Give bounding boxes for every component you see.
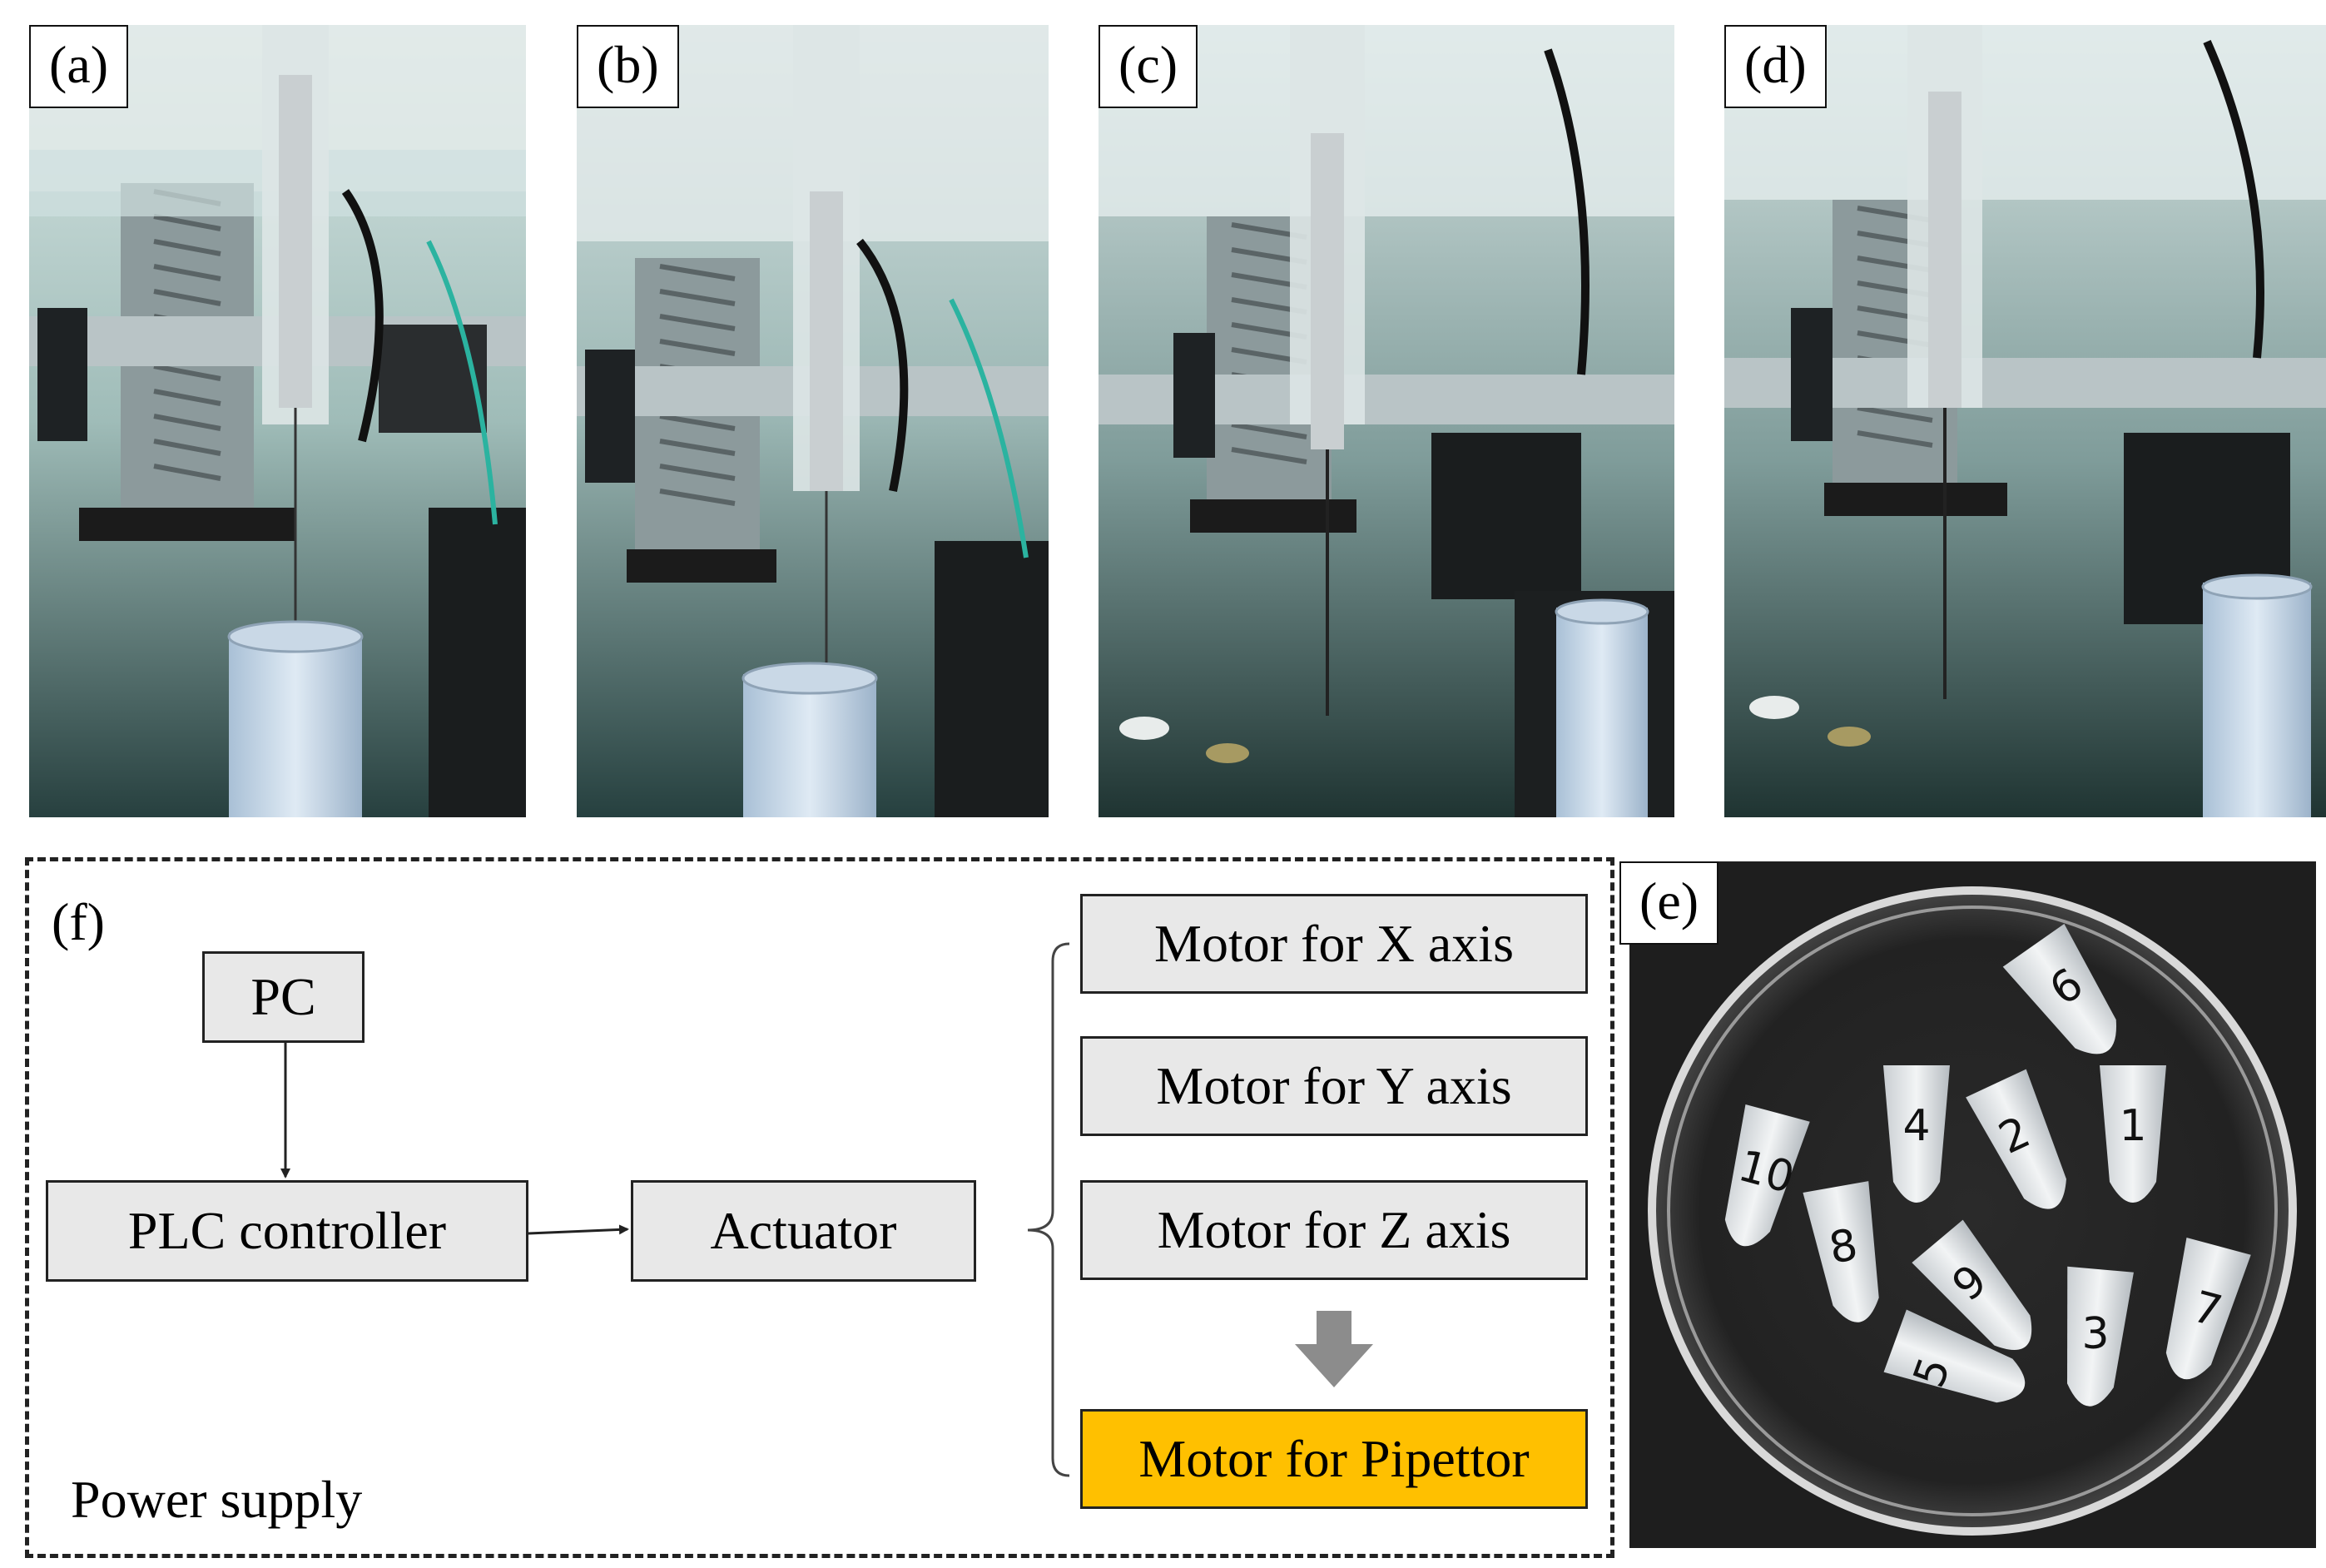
tube-9 — [1912, 1219, 2032, 1350]
motor-y-box: Motor for Y axis — [1080, 1036, 1588, 1136]
photo-a — [29, 25, 526, 817]
panel-label-b: (b) — [577, 25, 679, 108]
photo-c — [1099, 25, 1674, 817]
tube-2 — [1966, 1069, 2066, 1209]
photo-d — [1724, 25, 2326, 817]
tube-number: 3 — [2081, 1309, 2109, 1359]
tube-5 — [1883, 1309, 2026, 1403]
tube-number: 4 — [1902, 1101, 1930, 1151]
power-supply-label: Power supply — [71, 1470, 363, 1529]
plc-controller-box: PLC controller — [46, 1180, 528, 1282]
panel-label-f: (f) — [52, 892, 105, 951]
tube-6 — [2002, 924, 2116, 1054]
panel-label-d: (d) — [1724, 25, 1827, 108]
tube-7 — [2165, 1238, 2251, 1380]
panel-label-a: (a) — [29, 25, 129, 108]
tube-1 — [2100, 1065, 2166, 1203]
bracket — [1027, 942, 1070, 1477]
pc-box: PC — [202, 951, 365, 1043]
panel-label-e: (e) — [1619, 861, 1719, 945]
motor-x-box: Motor for X axis — [1080, 894, 1588, 994]
tube-number: 1 — [2119, 1101, 2146, 1151]
down-arrow — [1295, 1311, 1373, 1387]
photo-b — [577, 25, 1049, 817]
motor-pipettor-box: Motor for Pipettor — [1080, 1409, 1588, 1509]
tube-10 — [1724, 1104, 1810, 1247]
tube-8 — [1803, 1181, 1879, 1322]
panel-label-c: (c) — [1099, 25, 1198, 108]
power-supply-frame — [25, 857, 1614, 1558]
actuator-box: Actuator — [631, 1180, 976, 1282]
motor-z-box: Motor for Z axis — [1080, 1180, 1588, 1280]
tube-4 — [1883, 1065, 1950, 1203]
photo-e: 6 4 2 1 10 8 9 5 3 7 — [1629, 861, 2316, 1548]
arrow-plc-to-actuator — [528, 1224, 629, 1235]
tube-3 — [2067, 1266, 2134, 1407]
